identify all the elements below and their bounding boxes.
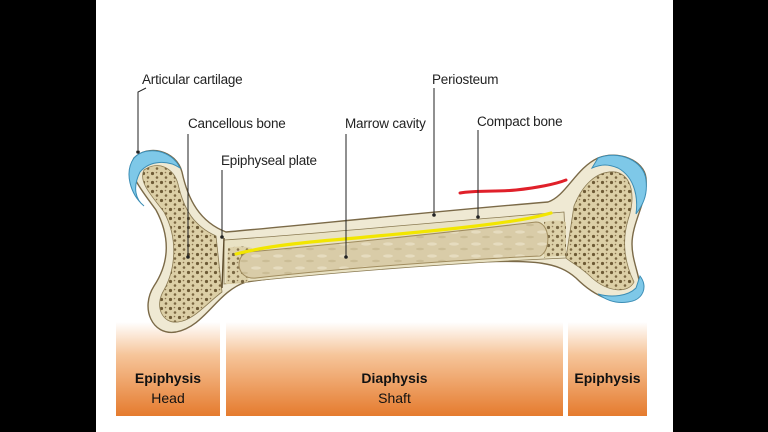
leader-lines — [137, 87, 479, 256]
yellow-annotation — [234, 211, 553, 256]
right-lower-cartilage — [597, 274, 645, 303]
label-epiphyseal-plate: Epiphyseal plate — [221, 153, 317, 168]
long-bone-diagram — [116, 87, 647, 416]
label-marrow-cavity: Marrow cavity — [345, 116, 426, 131]
marrow-cavity — [238, 221, 549, 279]
section-title: Epiphysis — [574, 370, 641, 386]
left-spongy-bone — [142, 165, 223, 323]
label-articular-cartilage: Articular cartilage — [142, 72, 243, 87]
section-title: Diaphysis — [361, 370, 428, 386]
section-epiphysis-right: Epiphysis — [568, 370, 647, 390]
diagram-slide: Articular cartilage Cancellous bone Epip… — [96, 0, 673, 432]
right-spongy-bone — [565, 171, 635, 291]
section-diaphysis: Diaphysis Shaft — [226, 370, 563, 406]
label-cancellous-bone: Cancellous bone — [188, 116, 286, 131]
section-subtitle: Head — [151, 390, 185, 406]
section-epiphysis-left: Epiphysis Head — [116, 370, 220, 406]
epiphyseal-plate-line — [221, 237, 225, 289]
section-bands — [116, 322, 647, 416]
left-articular-cartilage — [128, 150, 182, 207]
red-annotation — [458, 178, 568, 195]
section-title: Epiphysis — [134, 370, 202, 386]
label-periosteum: Periosteum — [432, 72, 499, 87]
label-compact-bone: Compact bone — [477, 114, 563, 129]
right-articular-cartilage — [590, 154, 647, 215]
section-subtitle: Shaft — [378, 390, 411, 406]
